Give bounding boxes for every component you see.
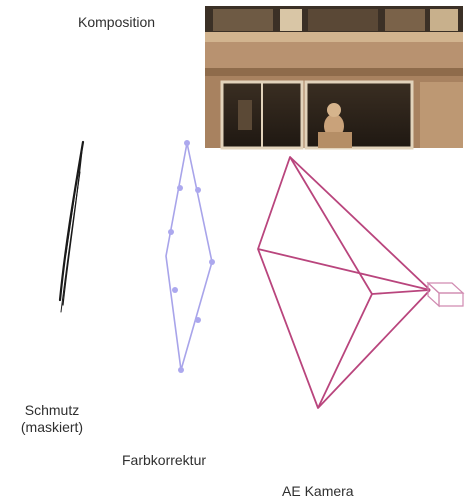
farbkorrektur-label: Farbkorrektur [122, 452, 207, 468]
camera-icon [426, 281, 465, 308]
ae-camera-frustum [257, 156, 431, 409]
schmutz-label-line2: (maskiert) [20, 419, 84, 435]
building-facade-photo [205, 6, 463, 150]
komposition-label: Komposition [78, 14, 156, 30]
schmutz-label-line1: Schmutz [24, 402, 80, 418]
dirt-layer-strokes [58, 140, 85, 313]
schmutz-label: Schmutz (maskiert) [14, 402, 90, 436]
ae-kamera-label: AE Kamera [282, 483, 354, 499]
color-correction-layer-shape [165, 140, 215, 373]
